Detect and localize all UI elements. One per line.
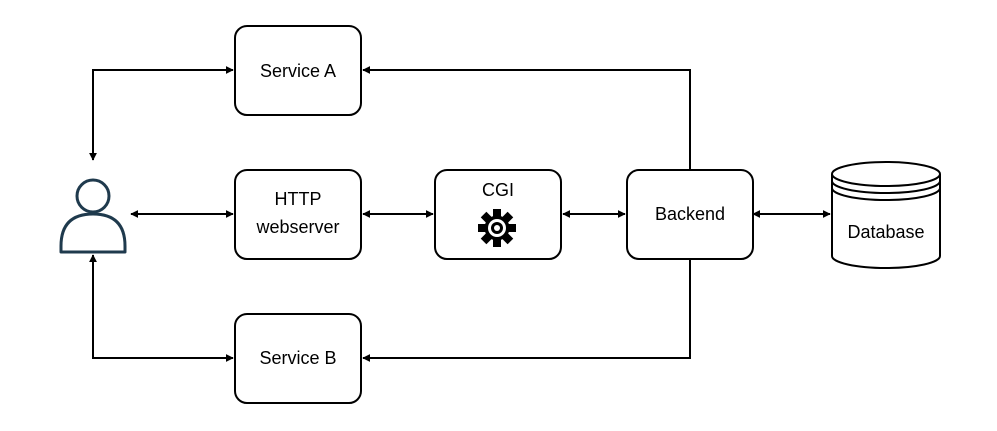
http-label-line2: webserver <box>255 217 339 237</box>
gear-icon <box>478 209 516 247</box>
node-database: Database <box>831 161 941 269</box>
edge-backend-service-b <box>362 260 691 362</box>
cgi-label: CGI <box>482 180 514 200</box>
node-service-b: Service B <box>234 313 362 404</box>
node-service-a: Service A <box>234 25 362 116</box>
backend-label: Backend <box>655 204 725 224</box>
service-a-label: Service A <box>260 61 336 81</box>
node-cgi: CGI <box>434 169 562 260</box>
edge-backend-service-a <box>362 66 691 170</box>
user-icon <box>59 178 127 254</box>
edge-user-service-b <box>89 254 234 362</box>
service-b-label: Service B <box>259 348 336 368</box>
node-backend: Backend <box>626 169 754 260</box>
http-label-line1: HTTP <box>275 189 322 209</box>
database-label: Database <box>847 222 924 242</box>
node-http-webserver: HTTP webserver <box>234 169 362 260</box>
edge-user-service-a <box>89 66 234 161</box>
